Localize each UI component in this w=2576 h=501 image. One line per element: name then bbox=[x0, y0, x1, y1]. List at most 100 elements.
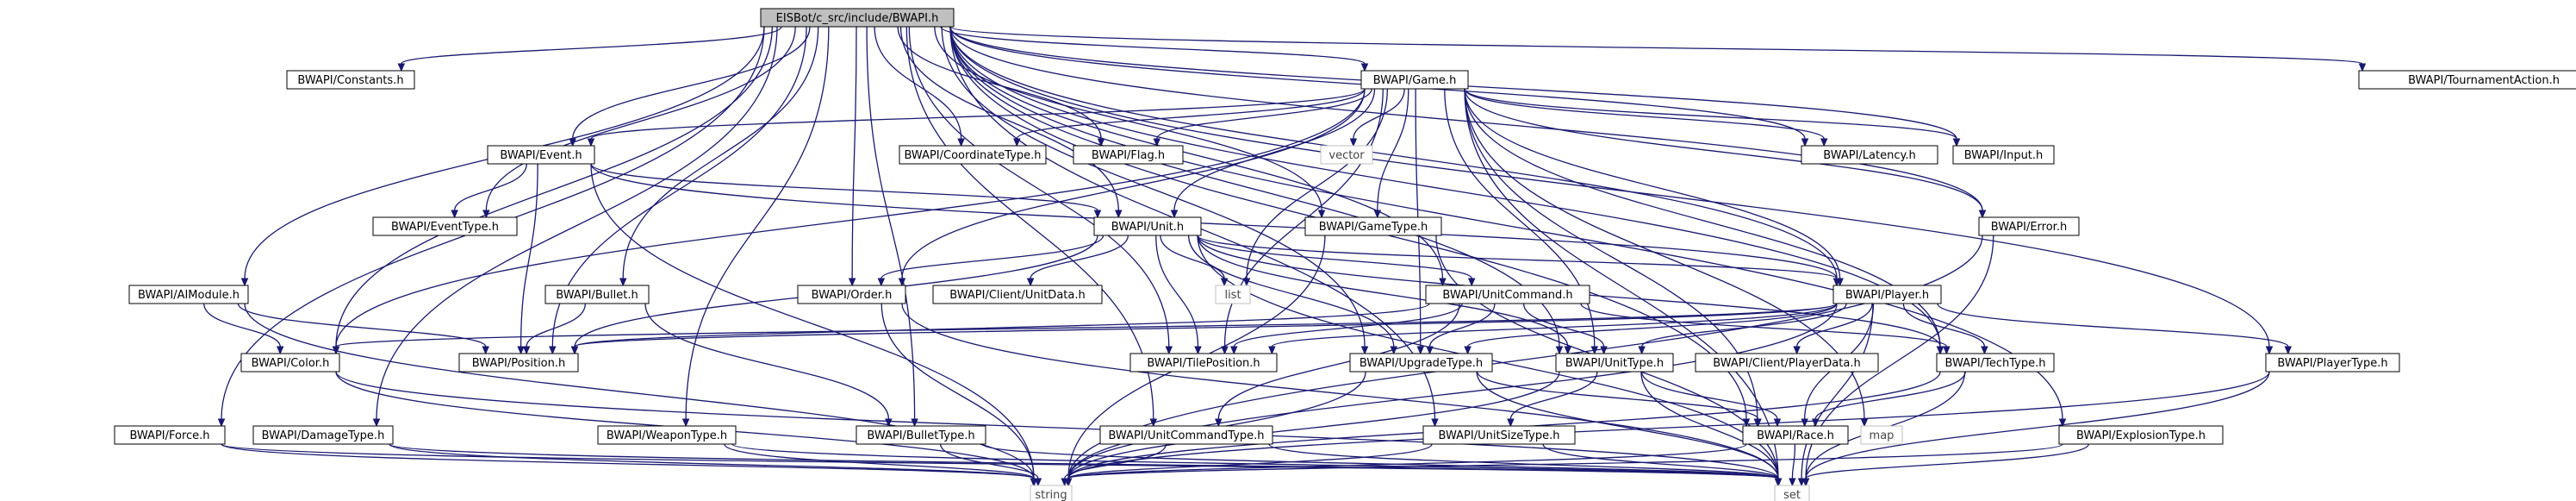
edge-line bbox=[1509, 371, 1598, 420]
edge-unitcommand-to-tileposition bbox=[1230, 303, 1463, 355]
node-playertype[interactable]: BWAPI/PlayerType.h bbox=[2265, 353, 2400, 373]
edge-root-to-playertype bbox=[949, 26, 2274, 355]
node-bullettype[interactable]: BWAPI/BulletType.h bbox=[856, 425, 986, 445]
node-flag[interactable]: BWAPI/Flag.h bbox=[1073, 145, 1184, 165]
node-eventtype[interactable]: BWAPI/EventType.h bbox=[372, 216, 518, 236]
node-position[interactable]: BWAPI/Position.h bbox=[458, 353, 579, 373]
edge-arrowhead bbox=[1153, 138, 1161, 147]
node-weapontype[interactable]: BWAPI/WeaponType.h bbox=[597, 425, 737, 445]
node-coordtype[interactable]: BWAPI/CoordinateType.h bbox=[899, 145, 1047, 165]
edge-line bbox=[685, 26, 830, 420]
edge-arrowhead bbox=[2058, 418, 2067, 428]
node-label: BWAPI/Position.h bbox=[472, 357, 566, 370]
edge-line bbox=[1444, 88, 1596, 348]
node-box bbox=[1129, 353, 1278, 373]
edge-line bbox=[949, 26, 2270, 348]
node-gametype[interactable]: BWAPI/GameType.h bbox=[1304, 216, 1442, 236]
edge-arrowhead bbox=[1797, 478, 1806, 487]
node-unitcommand[interactable]: BWAPI/UnitCommand.h bbox=[1425, 285, 1590, 304]
node-game[interactable]: BWAPI/Game.h bbox=[1360, 70, 1469, 90]
edge-race-to-set bbox=[1789, 443, 1796, 487]
edge-arrowhead bbox=[276, 346, 284, 355]
edge-arrowhead bbox=[1832, 278, 1841, 287]
node-label: vector bbox=[1328, 149, 1365, 162]
edge-root-to-constants bbox=[397, 26, 782, 72]
edge-arrowhead bbox=[2284, 346, 2293, 355]
edge-arrowhead bbox=[372, 418, 381, 428]
node-event[interactable]: BWAPI/Event.h bbox=[487, 145, 595, 165]
node-race[interactable]: BWAPI/Race.h bbox=[1742, 425, 1849, 445]
edge-arrowhead bbox=[1426, 346, 1434, 355]
node-label: BWAPI/UpgradeType.h bbox=[1360, 357, 1483, 370]
node-error[interactable]: BWAPI/Error.h bbox=[1978, 216, 2080, 236]
edge-line bbox=[526, 303, 586, 348]
node-unit[interactable]: BWAPI/Unit.h bbox=[1093, 216, 1202, 236]
node-label: map bbox=[1870, 429, 1895, 442]
node-techtype[interactable]: BWAPI/TechType.h bbox=[1936, 353, 2055, 373]
node-label: BWAPI/Input.h bbox=[1964, 149, 2044, 162]
node-tileposition[interactable]: BWAPI/TilePosition.h bbox=[1129, 353, 1278, 373]
node-unitsizetype[interactable]: BWAPI/UnitSizeType.h bbox=[1422, 425, 1576, 445]
edge-line bbox=[221, 443, 1035, 479]
node-player[interactable]: BWAPI/Player.h bbox=[1832, 285, 1942, 304]
node-root[interactable]: EISBot/c_src/include/BWAPI.h bbox=[760, 8, 955, 28]
node-box bbox=[1304, 216, 1442, 236]
node-input[interactable]: BWAPI/Input.h bbox=[1952, 145, 2055, 165]
node-clientplayerdata[interactable]: BWAPI/Client/PlayerData.h bbox=[1695, 353, 1879, 373]
edge-bullet-to-bullettype bbox=[644, 303, 893, 428]
node-label: BWAPI/TechType.h bbox=[1945, 357, 2046, 370]
edge-root-to-bullet bbox=[619, 26, 819, 287]
edge-line bbox=[485, 26, 796, 211]
edge-arrowhead bbox=[1034, 478, 1042, 487]
node-tournament[interactable]: BWAPI/TournamentAction.h bbox=[2358, 70, 2576, 90]
edge-arrowhead bbox=[522, 346, 531, 355]
edge-line bbox=[874, 26, 962, 140]
edge-line bbox=[335, 371, 1779, 479]
edge-line bbox=[590, 163, 1035, 479]
node-label: BWAPI/Flag.h bbox=[1092, 149, 1165, 162]
edge-line bbox=[1271, 303, 1838, 348]
node-box bbox=[487, 145, 595, 165]
node-vector: vector bbox=[1320, 145, 1373, 165]
node-force[interactable]: BWAPI/Force.h bbox=[114, 425, 226, 445]
node-upgradetype[interactable]: BWAPI/UpgradeType.h bbox=[1349, 353, 1493, 373]
node-box bbox=[1742, 425, 1849, 445]
edge-game-to-race bbox=[1464, 88, 1762, 428]
node-bullet[interactable]: BWAPI/Bullet.h bbox=[544, 285, 650, 304]
node-label: EISBot/c_src/include/BWAPI.h bbox=[776, 12, 939, 25]
edge-game-to-vector bbox=[1349, 88, 1405, 147]
node-label: BWAPI/Force.h bbox=[129, 429, 209, 442]
node-latency[interactable]: BWAPI/Latency.h bbox=[1801, 145, 1938, 165]
node-damagetype[interactable]: BWAPI/DamageType.h bbox=[252, 425, 394, 445]
node-clientunitdata[interactable]: BWAPI/Client/UnitData.h bbox=[932, 285, 1103, 304]
edge-arrowhead bbox=[877, 278, 886, 287]
edge-unit-to-list bbox=[1160, 235, 1229, 287]
edge-game-to-coordtype bbox=[1013, 88, 1366, 147]
edge-root-to-damagetype bbox=[372, 26, 778, 428]
edge-line bbox=[1796, 303, 1873, 348]
node-explosiontype[interactable]: BWAPI/ExplosionType.h bbox=[2058, 425, 2224, 445]
edge-root-to-unit bbox=[899, 26, 1123, 219]
node-box bbox=[899, 145, 1047, 165]
node-unittype[interactable]: BWAPI/UnitType.h bbox=[1555, 353, 1674, 373]
node-box bbox=[128, 285, 249, 304]
edge-root-to-event bbox=[569, 26, 811, 147]
node-unitcommandtype[interactable]: BWAPI/UnitCommandType.h bbox=[1099, 425, 1273, 445]
edge-line bbox=[335, 26, 773, 348]
edge-arrowhead bbox=[1230, 346, 1238, 355]
edge-line bbox=[1464, 88, 1825, 140]
edge-line bbox=[1902, 303, 1986, 348]
edge-arrowhead bbox=[1801, 138, 1809, 147]
edge-arrowhead bbox=[1820, 138, 1828, 147]
edge-line bbox=[574, 303, 1430, 348]
edge-aimodule-to-color bbox=[203, 303, 284, 355]
edge-line bbox=[1641, 303, 1847, 348]
node-constants[interactable]: BWAPI/Constants.h bbox=[286, 70, 415, 90]
node-order[interactable]: BWAPI/Order.h bbox=[797, 285, 906, 304]
edge-explosiontype-to-string bbox=[1064, 443, 2063, 487]
edge-root-to-tileposition bbox=[908, 26, 1173, 355]
node-color[interactable]: BWAPI/Color.h bbox=[240, 353, 340, 373]
node-label: BWAPI/Player.h bbox=[1845, 289, 1929, 302]
node-box bbox=[1030, 485, 1073, 501]
node-aimodule[interactable]: BWAPI/AIModule.h bbox=[128, 285, 249, 304]
